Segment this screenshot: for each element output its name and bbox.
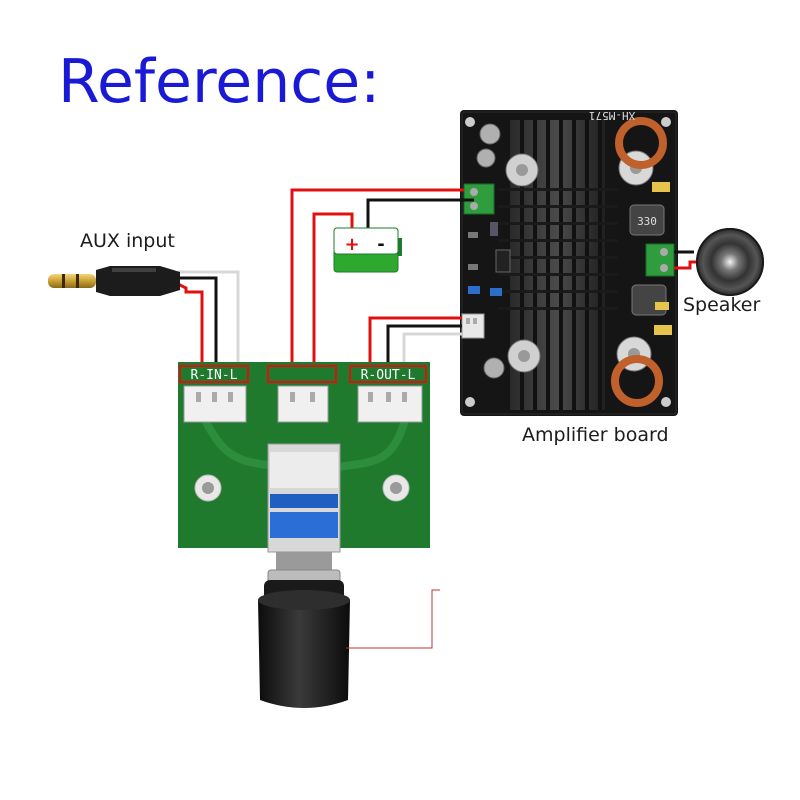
output-header bbox=[357, 385, 423, 423]
knob-pointer-line bbox=[346, 589, 440, 649]
speaker-label: Speaker bbox=[683, 294, 761, 316]
small-capacitor bbox=[652, 182, 670, 192]
volume-board: R-IN-L R-OUT-L bbox=[178, 362, 430, 553]
small-capacitor bbox=[654, 325, 672, 335]
battery-negative: - bbox=[377, 234, 384, 255]
capacitor bbox=[476, 123, 654, 379]
speaker-icon bbox=[696, 228, 764, 296]
battery-positive: + bbox=[344, 234, 359, 255]
power-header bbox=[277, 385, 329, 423]
wire-speaker-red bbox=[674, 260, 700, 270]
toroid-inductor bbox=[611, 117, 667, 407]
aux-input-label: AUX input bbox=[80, 230, 175, 252]
wire-aux-white bbox=[178, 270, 240, 380]
input-header-label: R-IN-L bbox=[191, 368, 238, 383]
amplifier-board: 330 XH-M571 bbox=[460, 109, 678, 416]
volume-knob[interactable] bbox=[258, 552, 350, 708]
wire-battery-red-board bbox=[290, 188, 464, 380]
battery: + - bbox=[333, 227, 402, 273]
page-title: Reference: bbox=[58, 47, 381, 117]
wire-battery-red bbox=[312, 212, 354, 380]
wire-battery-black bbox=[366, 198, 474, 230]
amp-input-connector bbox=[461, 313, 485, 339]
wire-aux-black bbox=[178, 276, 218, 392]
inductor-marking: 330 bbox=[637, 215, 657, 228]
amplifier-board-label: Amplifier board bbox=[522, 424, 669, 446]
speaker-terminal bbox=[645, 243, 675, 277]
input-header bbox=[183, 385, 247, 423]
output-header-label: R-OUT-L bbox=[361, 368, 416, 383]
amp-model-silkscreen: XH-M571 bbox=[589, 109, 635, 122]
aux-plug bbox=[48, 266, 180, 296]
wire-aux-red bbox=[177, 282, 204, 392]
